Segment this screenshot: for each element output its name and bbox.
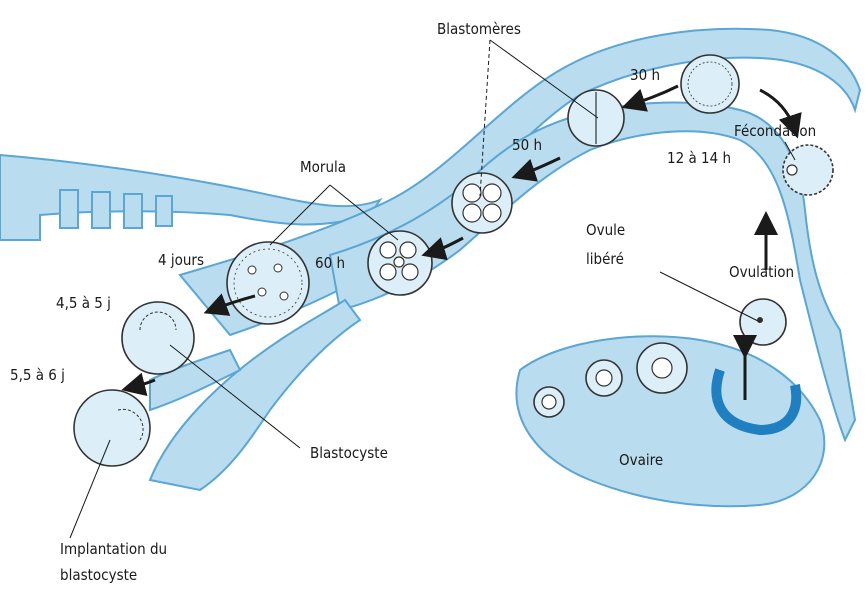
label-60h: 60 h — [315, 254, 345, 272]
label-blastomeres: Blastomères — [437, 20, 521, 38]
label-libere: libéré — [586, 250, 624, 268]
cell-50h — [452, 173, 512, 233]
cell-blastocyst-55j — [74, 390, 150, 466]
label-ovulation: Ovulation — [729, 263, 794, 281]
label-implantation: Implantation du — [60, 540, 167, 558]
cell-60h — [368, 231, 432, 295]
label-55-6j: 5,5 à 6 j — [10, 366, 65, 384]
cell-blastocyst-45j — [122, 302, 194, 374]
label-30h: 30 h — [630, 66, 660, 84]
label-12-14h: 12 à 14 h — [667, 149, 731, 167]
label-ovule: Ovule — [586, 221, 625, 239]
label-morula: Morula — [300, 158, 346, 176]
label-fecondation: Fécondation — [734, 122, 816, 140]
cell-30h — [681, 55, 739, 113]
label-blastocyste-implant: blastocyste — [60, 566, 137, 584]
label-ovaire: Ovaire — [619, 451, 663, 469]
label-45-5j: 4,5 à 5 j — [56, 294, 111, 312]
label-50h: 50 h — [512, 136, 542, 154]
cell-morula-4days — [227, 242, 309, 324]
label-blastocyste: Blastocyste — [310, 444, 388, 462]
cell-blastomeres-2 — [568, 90, 624, 146]
cell-released-ovum — [740, 299, 786, 345]
label-4-jours: 4 jours — [158, 251, 204, 269]
